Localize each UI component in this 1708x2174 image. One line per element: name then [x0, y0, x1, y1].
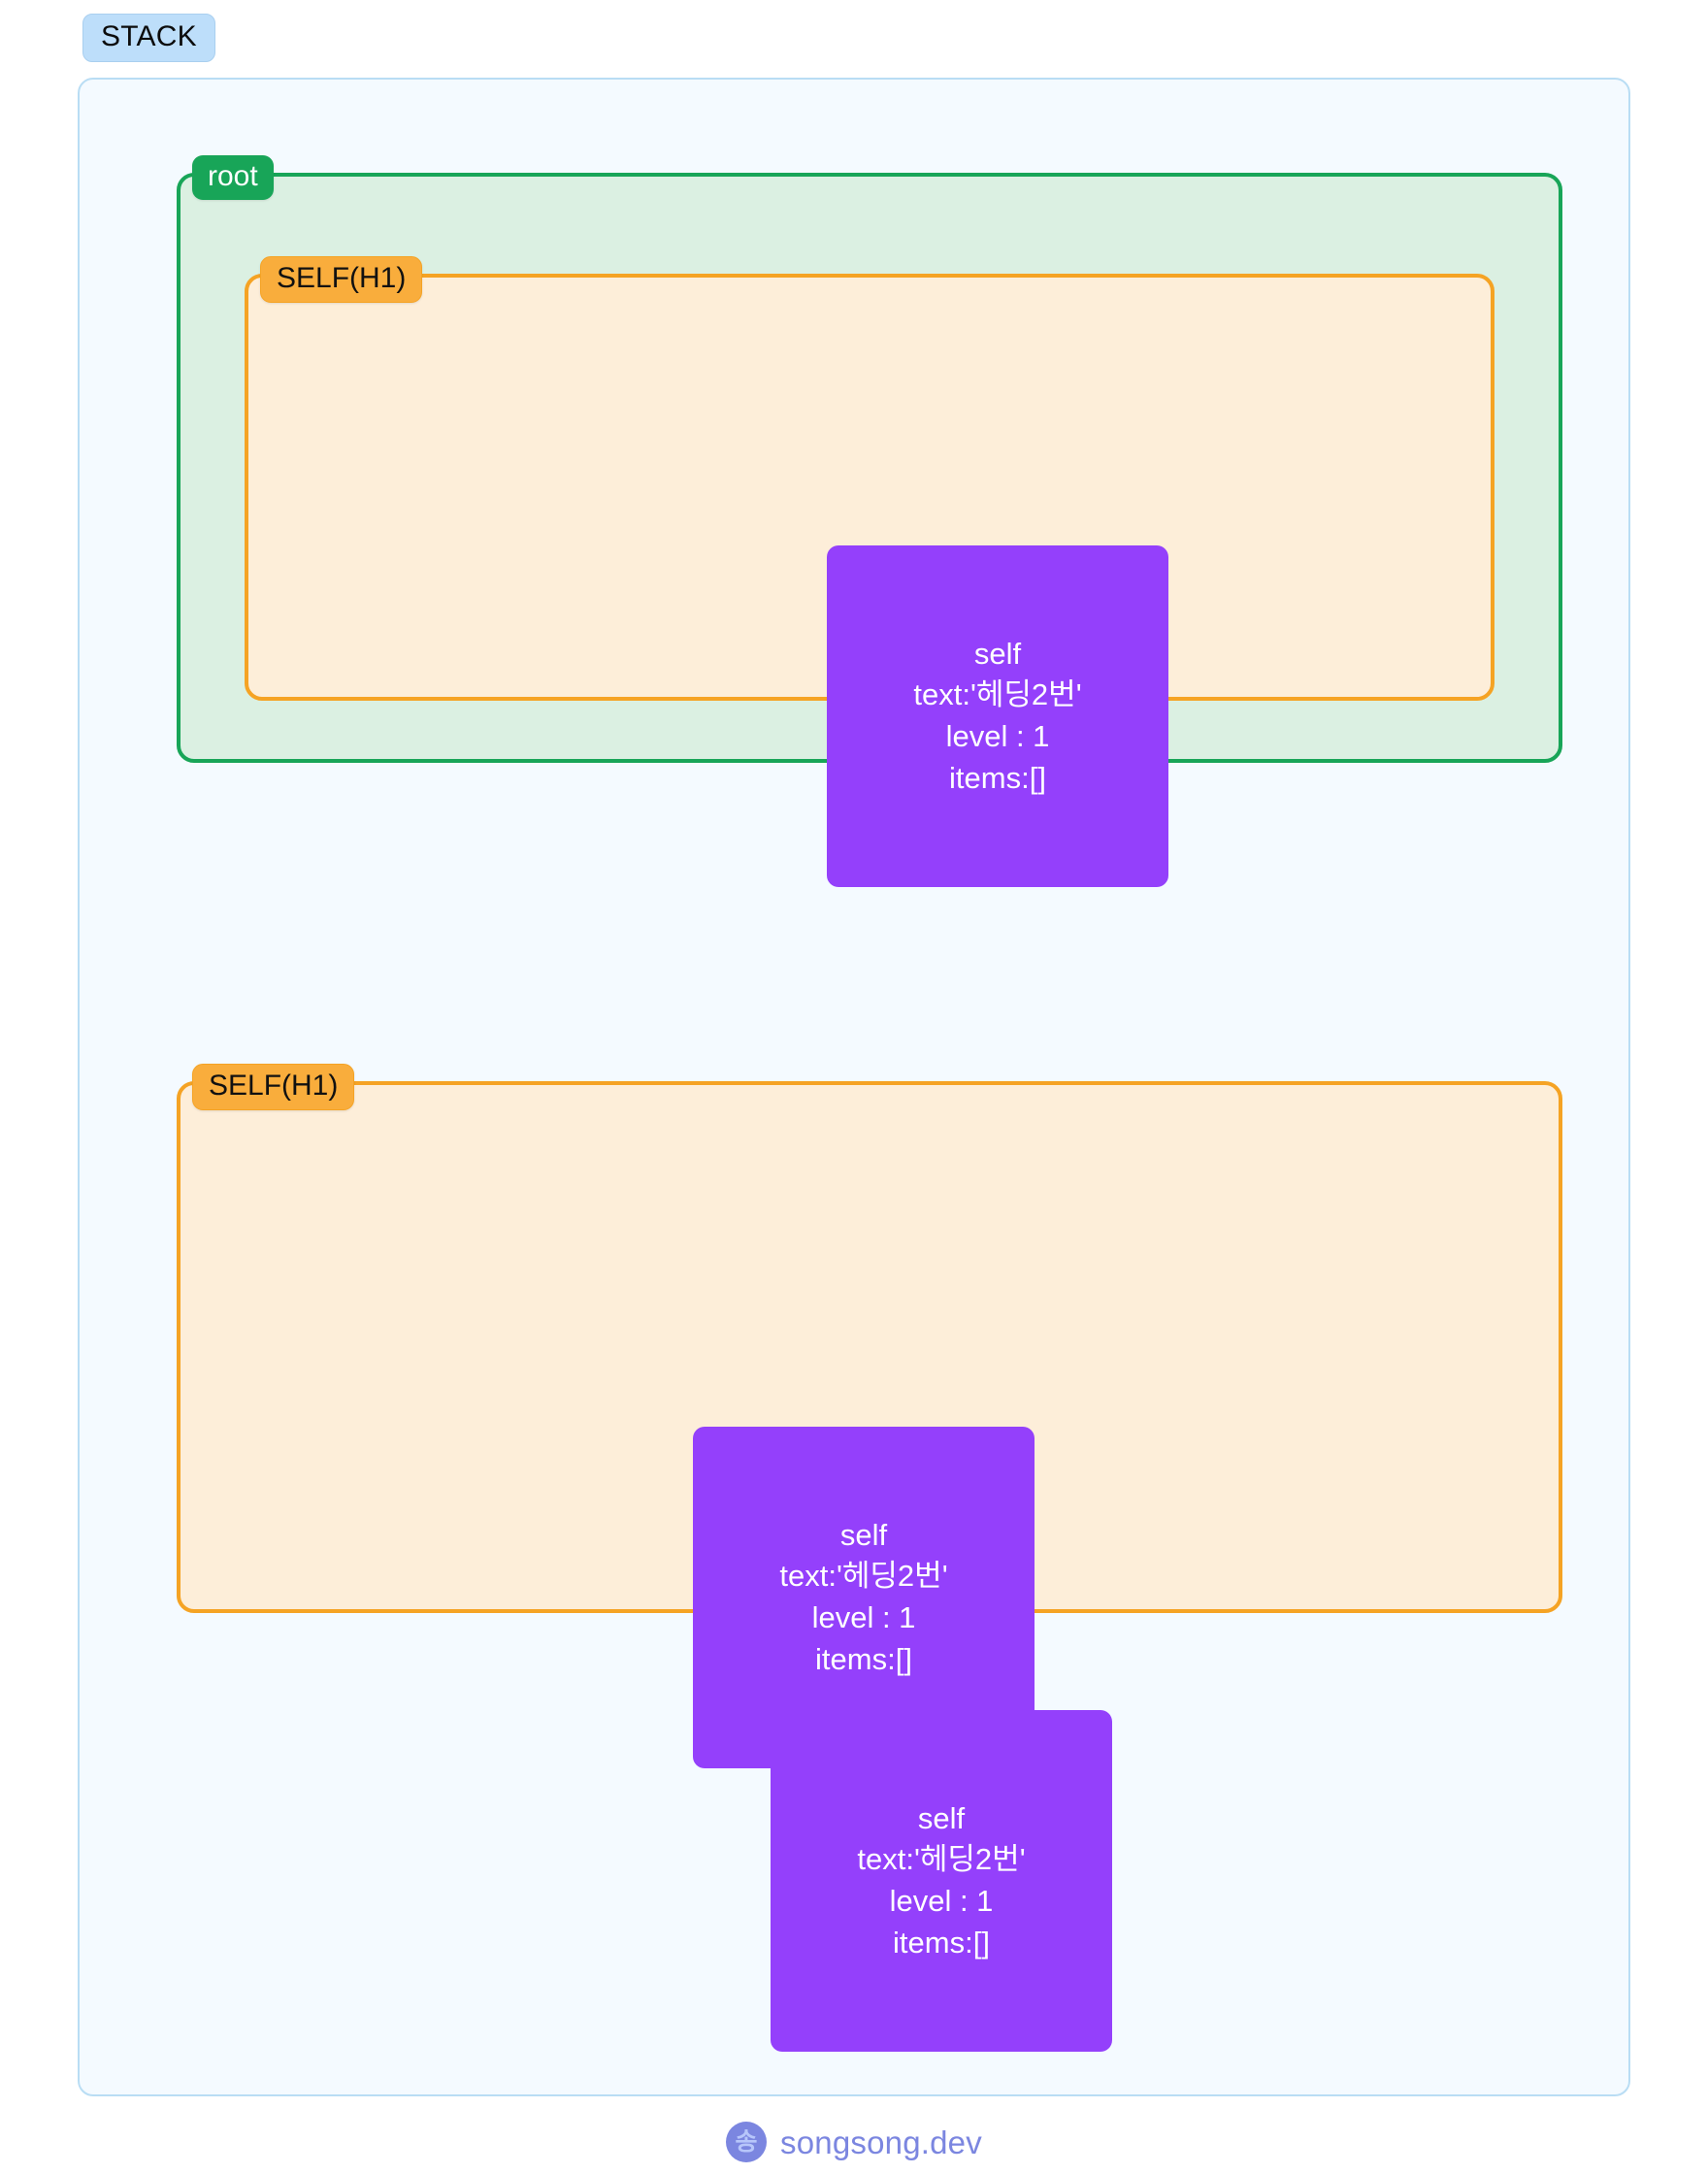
region-root: root SELF(H1) self text:'헤딩2번' level : 1…: [177, 155, 1562, 887]
self-card: self text:'헤딩2번' level : 1 items:[]: [771, 1710, 1112, 2052]
self-card: self text:'헤딩2번' level : 1 items:[]: [827, 545, 1168, 887]
self-card-title: self: [973, 636, 1022, 671]
region-self-h1-nested: SELF(H1) self text:'헤딩2번' level : 1 item…: [245, 256, 1494, 887]
footer-site-name: songsong.dev: [780, 2124, 982, 2160]
self-card-title: self: [839, 1517, 888, 1552]
region-self-h1-standalone-label: SELF(H1): [192, 1064, 355, 1110]
stack-frame: root SELF(H1) self text:'헤딩2번' level : 1…: [78, 78, 1630, 2096]
stack-badge: STACK: [82, 14, 215, 62]
region-root-label: root: [192, 155, 274, 200]
self-card-level: level : 1: [889, 1884, 994, 1918]
self-card-level: level : 1: [811, 1600, 916, 1634]
self-card-items: items:[]: [893, 1925, 990, 1960]
self-card-items: items:[]: [949, 760, 1046, 795]
self-card-text: text:'헤딩2번': [779, 1559, 948, 1594]
self-card-level: level : 1: [945, 719, 1050, 753]
self-card-text: text:'헤딩2번': [913, 677, 1082, 712]
self-card-text: text:'헤딩2번': [857, 1842, 1026, 1877]
self-card-items: items:[]: [815, 1641, 912, 1676]
region-self-h1-standalone: SELF(H1) self text:'헤딩2번' level : 1 item…: [177, 1064, 1562, 1768]
songsong-logo-icon: 송: [726, 2122, 768, 2162]
footer: 송 songsong.dev: [0, 2122, 1708, 2162]
region-self-h1-nested-label: SELF(H1): [260, 256, 423, 303]
self-card-title: self: [917, 1800, 966, 1835]
